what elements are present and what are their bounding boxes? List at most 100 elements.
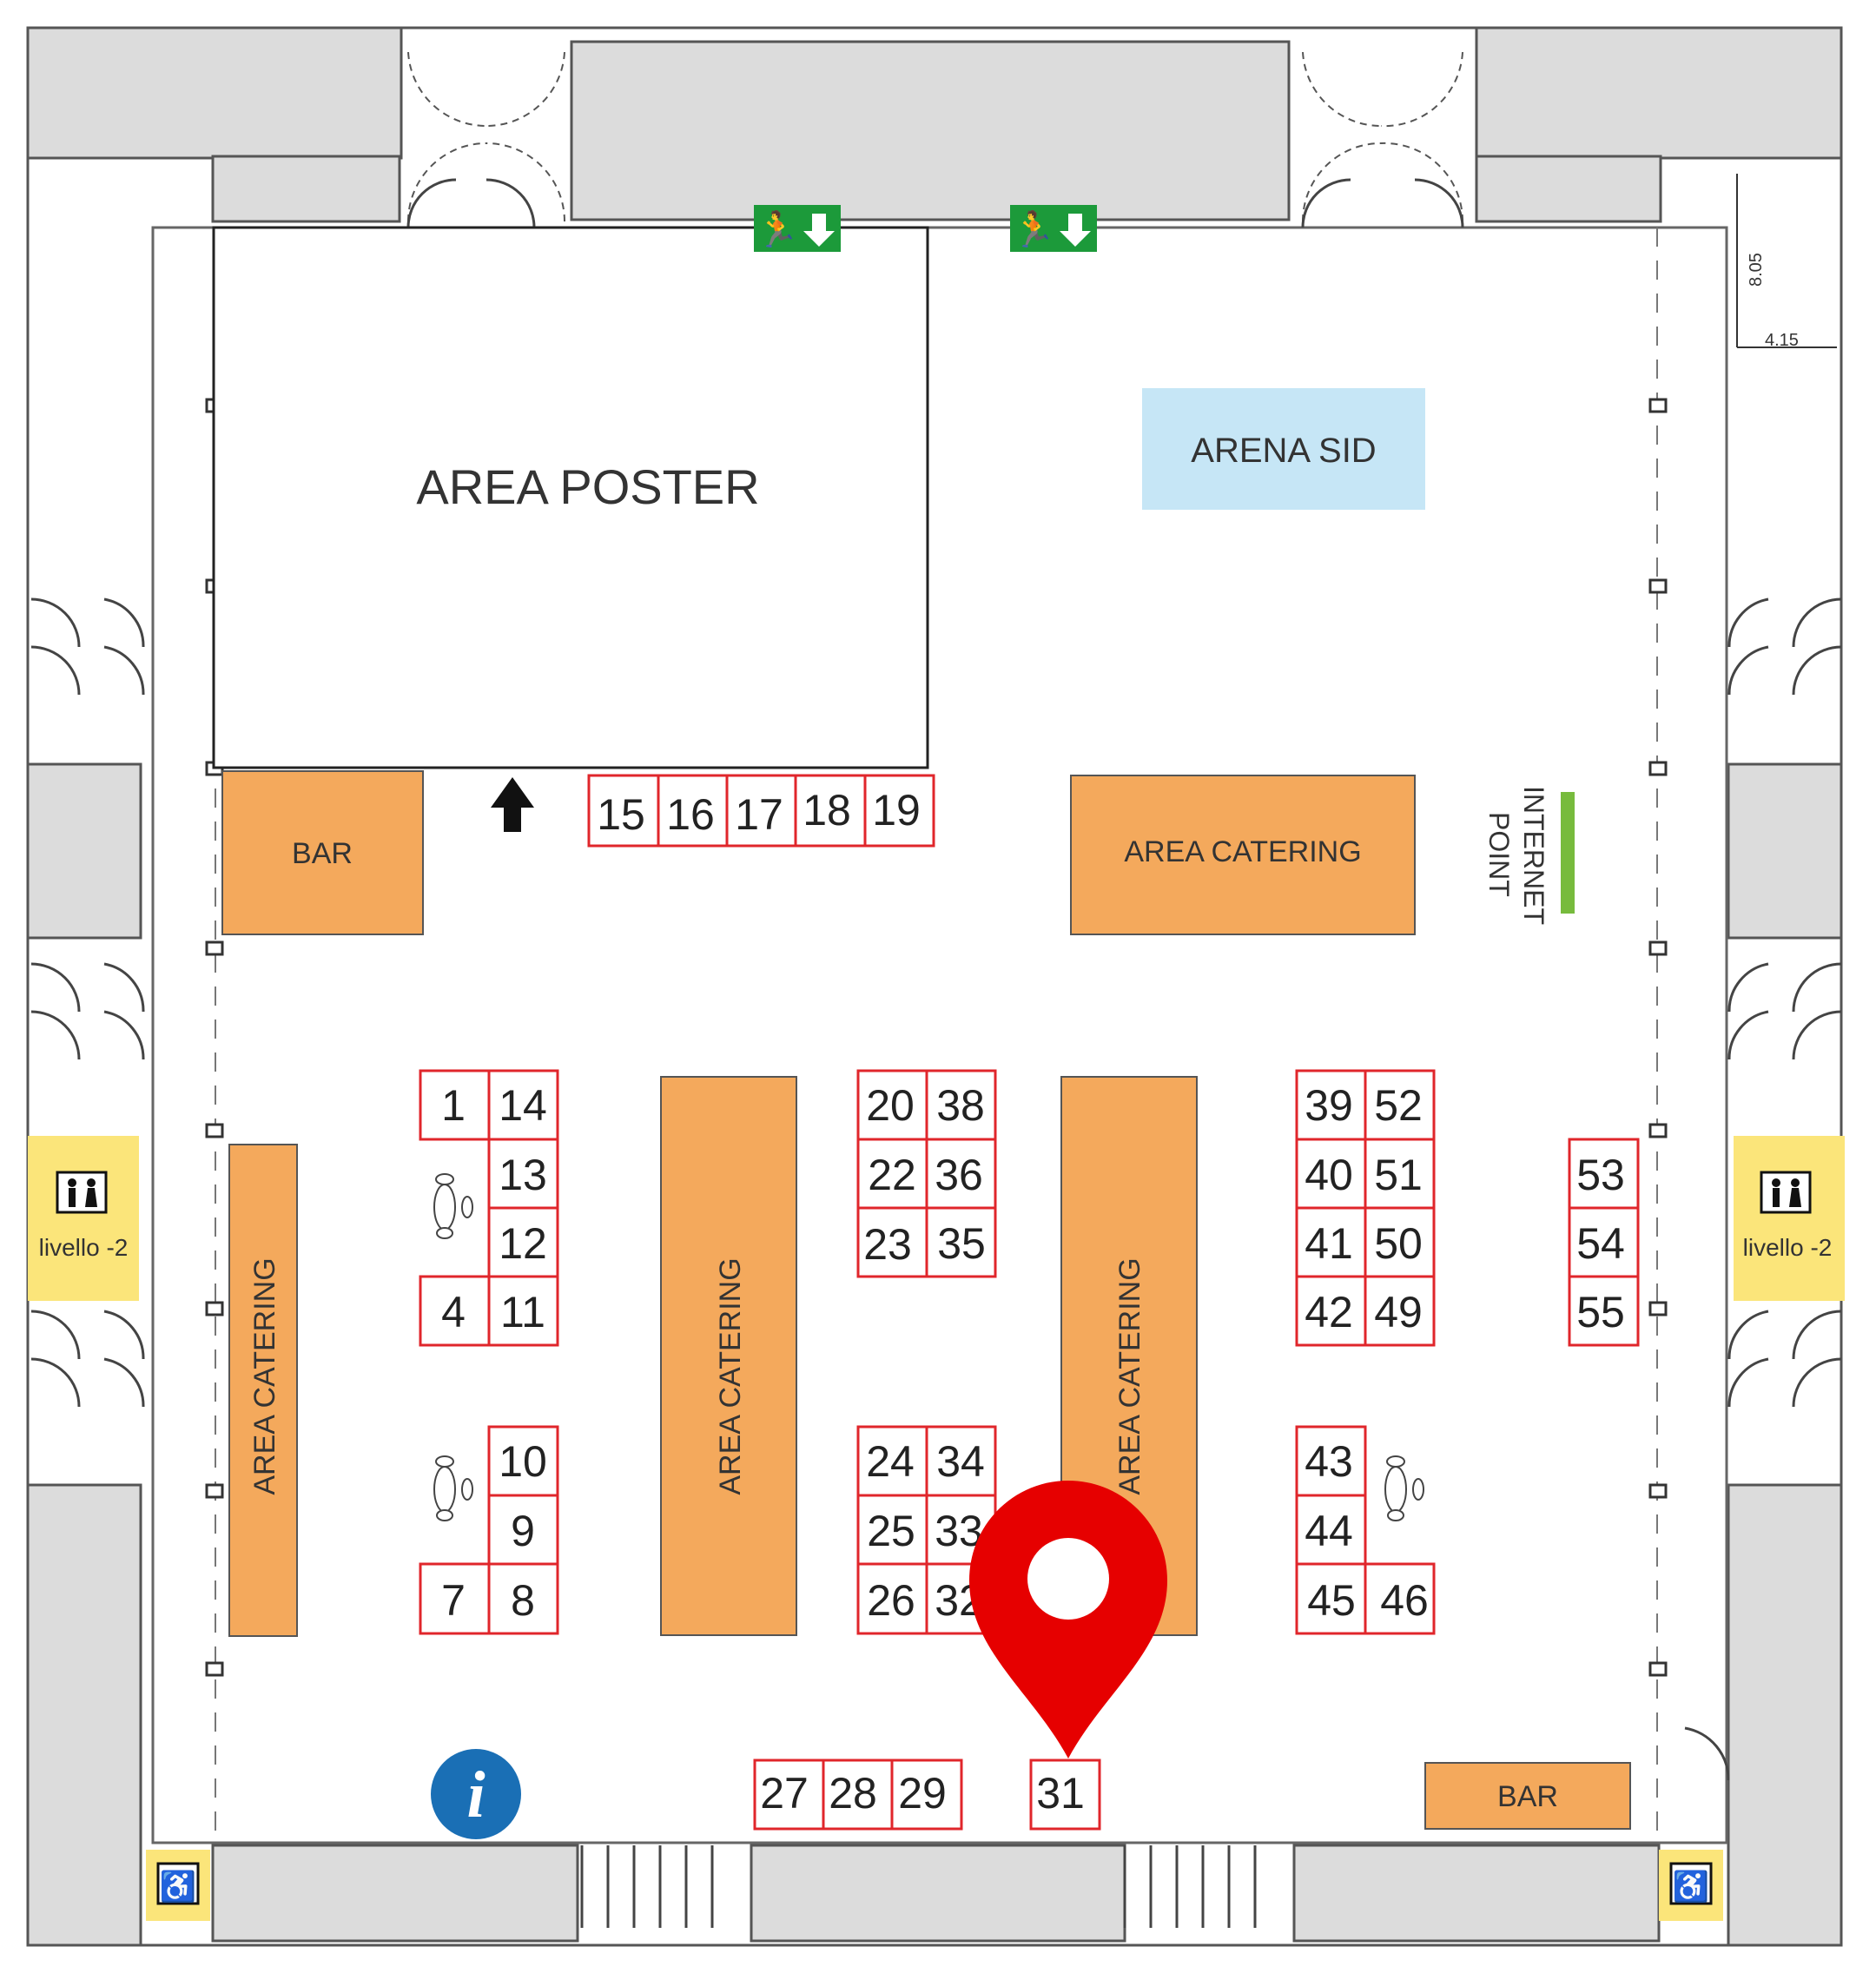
- booth-25[interactable]: [856, 1494, 928, 1566]
- booth-label: 34: [936, 1437, 985, 1486]
- booth-52[interactable]: [1364, 1069, 1436, 1141]
- booth-label: 53: [1576, 1151, 1625, 1199]
- booth-26[interactable]: [856, 1562, 928, 1635]
- columns: [205, 398, 1668, 1677]
- dimension-height: 8.05: [1747, 253, 1766, 287]
- booth-label: 1: [441, 1081, 466, 1130]
- booth-51[interactable]: [1364, 1138, 1436, 1210]
- svg-text:♿: ♿: [160, 1870, 196, 1904]
- booth-22[interactable]: [856, 1138, 928, 1210]
- booth-29[interactable]: [890, 1759, 963, 1831]
- booth-label: 10: [499, 1437, 547, 1486]
- area-catering-center-label: AREA CATERING: [714, 1257, 747, 1495]
- booth-13[interactable]: [487, 1138, 559, 1210]
- dimension-annotation: 8.05 4.15: [1736, 174, 1837, 350]
- area-catering-left[interactable]: [228, 1144, 298, 1637]
- booth-40[interactable]: [1295, 1138, 1367, 1210]
- svg-text:🏃: 🏃: [1012, 209, 1055, 249]
- booth-label: 39: [1305, 1081, 1353, 1130]
- restroom-right-label: livello -2: [1743, 1234, 1833, 1261]
- booth-label: 41: [1305, 1219, 1353, 1268]
- booth-23[interactable]: [856, 1206, 928, 1278]
- booth-14[interactable]: [487, 1069, 559, 1141]
- booth-46[interactable]: [1364, 1562, 1436, 1635]
- area-catering-left-label: AREA CATERING: [248, 1257, 281, 1495]
- booth-12[interactable]: [487, 1206, 559, 1278]
- booth-label: 31: [1036, 1769, 1085, 1818]
- booth-35[interactable]: [925, 1206, 997, 1278]
- booth-34[interactable]: [925, 1425, 997, 1497]
- booth-17[interactable]: [725, 774, 797, 848]
- booth-54[interactable]: [1568, 1206, 1640, 1278]
- location-pin-icon[interactable]: [969, 1481, 1167, 1759]
- internet-point-line1: INTERNET: [1518, 786, 1549, 925]
- booth-43[interactable]: [1295, 1425, 1367, 1497]
- building-walls: [26, 26, 1843, 1947]
- booth-label: 23: [863, 1220, 912, 1269]
- area-catering-top-label: AREA CATERING: [1124, 835, 1361, 868]
- entry-arrow-icon: [491, 777, 534, 832]
- booth-label: 25: [867, 1507, 915, 1555]
- booth-label: 46: [1380, 1576, 1429, 1625]
- booth-1[interactable]: [419, 1069, 491, 1141]
- booth-38[interactable]: [925, 1069, 997, 1141]
- booth-label: 29: [898, 1769, 947, 1818]
- booth-36[interactable]: [925, 1138, 997, 1210]
- booth-20[interactable]: [856, 1069, 928, 1141]
- restroom-left[interactable]: livello -2: [28, 1136, 139, 1301]
- booth-label: 52: [1374, 1081, 1423, 1130]
- booth-27[interactable]: [753, 1759, 825, 1831]
- booth-16[interactable]: [657, 774, 729, 848]
- area-poster[interactable]: [212, 226, 929, 769]
- booth-label: 13: [499, 1151, 547, 1199]
- booth-49[interactable]: [1364, 1275, 1436, 1347]
- booth-31[interactable]: [1029, 1759, 1101, 1831]
- bar-left[interactable]: [221, 770, 424, 935]
- area-catering-top[interactable]: [1070, 775, 1416, 935]
- area-catering-center[interactable]: [660, 1076, 797, 1636]
- booth-label: 26: [867, 1576, 915, 1625]
- booth-labels: 15 16 17 18 19 1 14 13 12 4 11 10 9 7 8 …: [441, 786, 1625, 1818]
- area-catering-right-label: AREA CATERING: [1113, 1257, 1146, 1495]
- booth-7[interactable]: [419, 1562, 491, 1635]
- internet-point-line2: POINT: [1483, 812, 1515, 897]
- bar-bottom[interactable]: [1424, 1762, 1631, 1830]
- booth-label: 44: [1305, 1507, 1353, 1555]
- booth-label: 24: [866, 1437, 915, 1486]
- wheelchair-icon: ♿: [146, 1850, 210, 1921]
- booth-label: 16: [666, 790, 715, 839]
- restroom-icon: [1760, 1171, 1812, 1214]
- emergency-exit-icon: 🏃: [754, 205, 841, 252]
- arena-sid[interactable]: [1142, 388, 1425, 510]
- booth-55[interactable]: [1568, 1275, 1640, 1347]
- booth-label: 36: [935, 1151, 983, 1199]
- booth-10[interactable]: [487, 1425, 559, 1497]
- booth-44[interactable]: [1295, 1494, 1367, 1566]
- booth-9[interactable]: [487, 1494, 559, 1566]
- booth-label: 49: [1374, 1288, 1423, 1336]
- arena-sid-label: ARENA SID: [1191, 432, 1376, 470]
- footprints-icon: [433, 1173, 1424, 1521]
- info-icon[interactable]: i: [431, 1749, 521, 1839]
- door-arcs-solid: [406, 178, 1464, 228]
- booth-11[interactable]: [487, 1275, 559, 1347]
- svg-text:🏃: 🏃: [756, 209, 799, 249]
- booth-19[interactable]: [863, 774, 935, 848]
- booth-label: 42: [1305, 1288, 1353, 1336]
- dimension-width: 4.15: [1765, 331, 1799, 350]
- booth-label: 50: [1374, 1219, 1423, 1268]
- booth-label: 9: [511, 1507, 535, 1555]
- area-poster-label: AREA POSTER: [416, 459, 759, 514]
- wheelchair-icon: ♿: [1659, 1850, 1723, 1921]
- emergency-exit-icon: 🏃: [1010, 205, 1097, 252]
- booth-8[interactable]: [487, 1562, 559, 1635]
- booth-50[interactable]: [1364, 1206, 1436, 1278]
- booth-label: 7: [441, 1576, 466, 1625]
- booth-label: 14: [499, 1081, 547, 1130]
- internet-point[interactable]: [1561, 792, 1575, 914]
- booth-label: 12: [499, 1219, 547, 1268]
- outer-wall-outline: [26, 26, 1843, 1947]
- booth-53[interactable]: [1568, 1138, 1640, 1210]
- restroom-right[interactable]: livello -2: [1734, 1136, 1845, 1301]
